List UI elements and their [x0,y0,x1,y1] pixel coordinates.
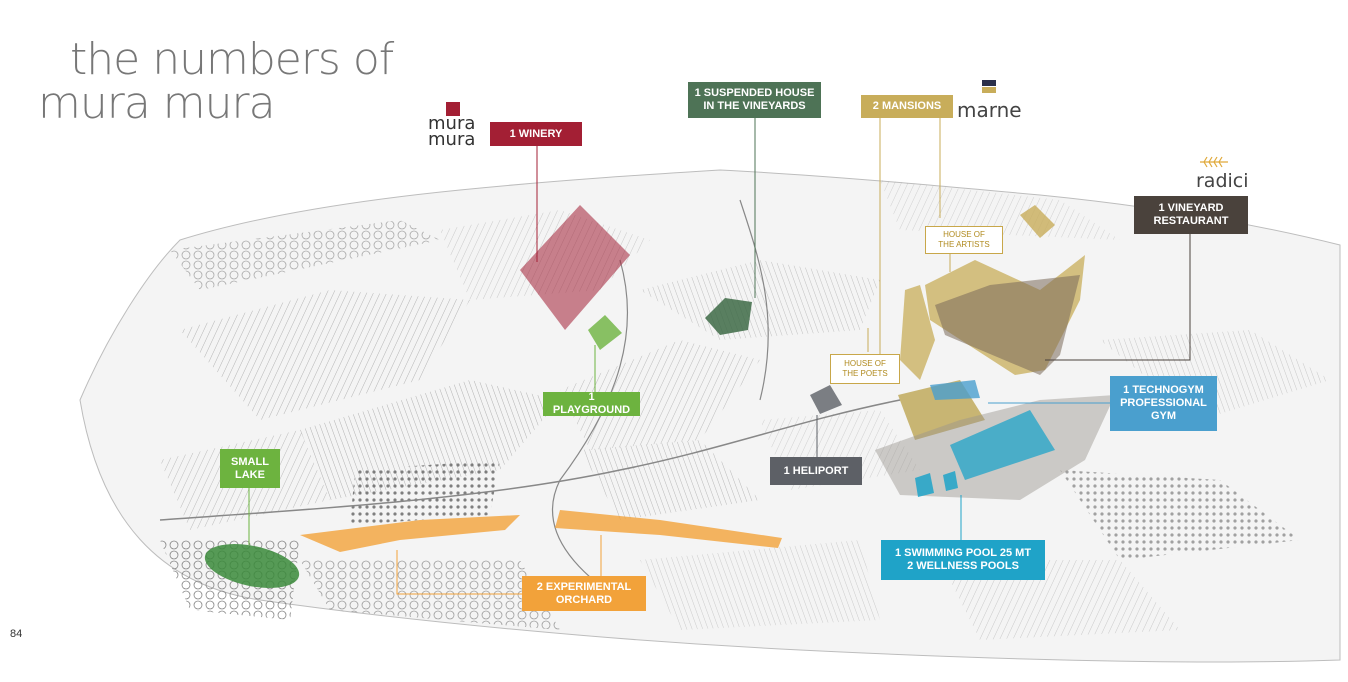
muramura-logo-line2: mura [428,129,476,150]
marne-logo-icon [982,80,996,93]
label-small-lake: SMALL LAKE [220,449,280,488]
label-swimming-pool: 1 SWIMMING POOL 25 mt 2 WELLNESS POOLS [881,540,1045,580]
wellness-pool [915,473,934,497]
label-winery: 1 WINERY [490,122,582,146]
orchard-strip-2 [555,510,782,548]
mansion-artists-shade [935,275,1080,375]
label-house-of-the-poets: HOUSE OF THE POETS [830,354,900,384]
label-mansions: 2 MANSIONS [861,95,953,118]
orchard-leader [396,550,522,595]
house-poets-zone [900,285,935,380]
label-house-of-the-artists: HOUSE OF THE ARTISTS [925,226,1003,254]
orchard-strip-1 [300,515,520,552]
marne-logo: marne [957,98,1022,122]
muramura-logo: mura mura [428,113,476,150]
title-line-2: mura mura [38,78,276,129]
wellness-pool-2 [943,471,958,491]
label-suspended-house: 1 SUSPENDED HOUSE IN THE VINEYARDS [688,82,821,118]
restaurant-leader [1045,234,1191,361]
winery-zone [520,205,630,330]
label-experimental-orchard: 2 EXPERIMENTAL ORCHARD [522,576,646,611]
label-heliport: 1 HELIPORT [770,457,862,485]
playground-zone [588,315,622,350]
radici-logo: radici [1196,170,1249,192]
suspended-house-zone [705,298,752,335]
muramura-logo-line1: mura [428,113,476,134]
page-number: 84 [10,628,23,640]
swimming-pool [950,410,1055,480]
heliport-zone [810,385,842,414]
mansion-top-zone [1020,205,1055,238]
page-title: the numbers of mura mura [38,34,394,129]
small-lake-zone [204,544,300,588]
gym-building [930,380,980,400]
title-line-1: the numbers of [70,34,394,85]
label-playground: 1 PLAYGROUND [543,391,640,416]
label-technogym: 1 TECHNOGYM PROFESSIONAL GYM [1110,376,1217,431]
radici-wheat-icon [1200,156,1228,168]
muramura-logo-square [446,102,460,116]
label-vineyard-restaurant: 1 VINEYARD RESTAURANT [1134,196,1248,234]
